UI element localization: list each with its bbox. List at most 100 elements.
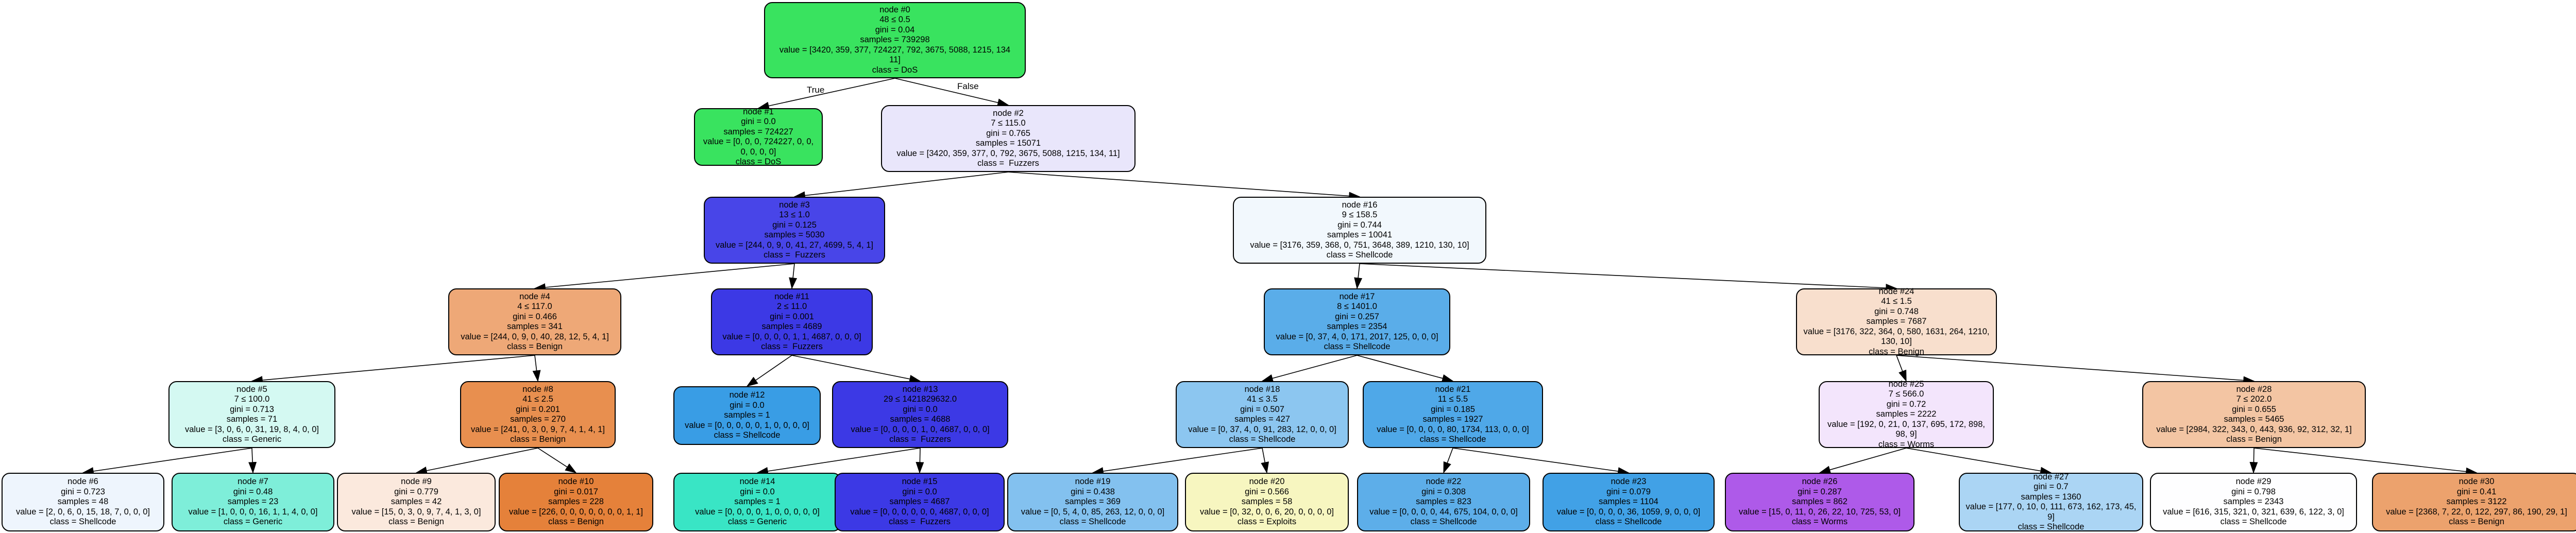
node-gini-text: gini = 0.0 bbox=[740, 487, 775, 496]
node-id-text: node #6 bbox=[67, 477, 98, 487]
tree-edge bbox=[248, 448, 257, 474]
tree-edge bbox=[1359, 263, 1897, 293]
node-value-text: value = [2368, 7, 22, 0, 122, 297, 86, 1… bbox=[2386, 507, 2567, 517]
node-samples-text: samples = 1 bbox=[734, 497, 781, 507]
node-value-text: value = [3176, 322, 364, 0, 580, 1631, 2… bbox=[1803, 326, 1992, 347]
node-samples-text: samples = 228 bbox=[548, 497, 604, 507]
node-class-text: class = Benign bbox=[1869, 347, 1924, 356]
node-gini-text: gini = 0.765 bbox=[986, 128, 1030, 138]
node-id-text: node #1 bbox=[743, 107, 774, 116]
node-samples-text: samples = 2354 bbox=[1327, 322, 1387, 331]
node-samples-text: samples = 5465 bbox=[2224, 415, 2284, 424]
node-id-text: node #5 bbox=[236, 384, 267, 394]
tree-edge bbox=[756, 448, 921, 475]
node-id-text: node #16 bbox=[1342, 200, 1378, 210]
node-class-text: class = Fuzzers bbox=[764, 250, 825, 260]
node-id-text: node #9 bbox=[401, 477, 432, 487]
node-value-text: value = [0, 0, 0, 0, 0, 0, 4687, 0, 0, 0… bbox=[850, 507, 989, 517]
node-gini-text: gini = 0.7 bbox=[2033, 482, 2069, 491]
node-test-text: 4 ≤ 117.0 bbox=[517, 302, 552, 311]
node-class-text: class = Shellcode bbox=[2018, 522, 2084, 531]
tree-edge bbox=[251, 355, 535, 385]
node-test-text: 41 ≤ 2.5 bbox=[522, 394, 553, 404]
node-value-text: value = [3420, 359, 377, 724227, 792, 36… bbox=[779, 45, 1011, 65]
node-id-text: node #19 bbox=[1075, 477, 1111, 487]
node-class-text: class = Shellcode bbox=[1324, 342, 1391, 351]
node-samples-text: samples = 270 bbox=[510, 415, 566, 424]
node-value-text: value = [15, 0, 11, 0, 26, 22, 10, 725, … bbox=[1739, 507, 1901, 517]
node-samples-text: samples = 48 bbox=[57, 497, 109, 507]
node-gini-text: gini = 0.507 bbox=[1240, 404, 1284, 414]
node-test-text: 7 ≤ 566.0 bbox=[1888, 389, 1924, 399]
node-class-text: class = Benign bbox=[388, 517, 444, 527]
node-id-text: node #11 bbox=[774, 291, 809, 301]
node-class-text: class = Shellcode bbox=[2220, 517, 2287, 527]
node-value-text: value = [2984, 322, 343, 0, 443, 936, 92… bbox=[2156, 424, 2352, 434]
node-id-text: node #10 bbox=[558, 477, 594, 487]
tree-edge bbox=[1261, 448, 1269, 474]
node-gini-text: gini = 0.0 bbox=[903, 404, 938, 414]
tree-edge bbox=[789, 263, 798, 289]
node-gini-text: gini = 0.748 bbox=[1874, 306, 1919, 316]
node-samples-text: samples = 724227 bbox=[723, 127, 793, 136]
node-samples-text: samples = 71 bbox=[226, 415, 278, 424]
node-class-text: class = Shellcode bbox=[1059, 517, 1126, 527]
tree-edge bbox=[534, 263, 795, 291]
node-class-text: class = Shellcode bbox=[1410, 517, 1477, 527]
node-id-text: node #21 bbox=[1435, 384, 1471, 394]
node-class-text: class = Fuzzers bbox=[889, 435, 951, 444]
node-samples-text: samples = 427 bbox=[1234, 415, 1290, 424]
node-class-text: class = Shellcode bbox=[1229, 435, 1296, 444]
node-gini-text: gini = 0.001 bbox=[770, 312, 814, 321]
node-gini-text: gini = 0.201 bbox=[516, 404, 560, 414]
node-test-text: 9 ≤ 158.5 bbox=[1342, 210, 1378, 219]
node-samples-text: samples = 739298 bbox=[860, 35, 930, 45]
node-value-text: value = [226, 0, 0, 0, 0, 0, 0, 0, 1, 1] bbox=[509, 507, 643, 517]
node-class-text: class = Fuzzers bbox=[761, 342, 823, 351]
node-class-text: class = Benign bbox=[2226, 435, 2282, 444]
node-id-text: node #4 bbox=[519, 291, 550, 301]
tree-edge bbox=[1354, 263, 1363, 289]
node-samples-text: samples = 369 bbox=[1065, 497, 1121, 507]
tree-edge bbox=[82, 448, 252, 475]
node-test-text: 11 ≤ 5.5 bbox=[1437, 394, 1468, 404]
node-class-text: class = Shellcode bbox=[714, 431, 781, 440]
tree-edge bbox=[1819, 448, 1907, 474]
node-id-text: node #22 bbox=[1426, 477, 1462, 487]
node-id-text: node #12 bbox=[729, 390, 765, 400]
node-test-text: 29 ≤ 1421829632.0 bbox=[883, 394, 957, 404]
node-id-text: node #18 bbox=[1244, 384, 1280, 394]
node-samples-text: samples = 1927 bbox=[1422, 415, 1483, 424]
tree-edge bbox=[537, 448, 577, 473]
tree-edge bbox=[1906, 448, 2052, 475]
node-gini-text: gini = 0.779 bbox=[394, 487, 438, 496]
node-test-text: 7 ≤ 115.0 bbox=[991, 118, 1026, 128]
node-id-text: node #23 bbox=[1611, 477, 1647, 487]
node-value-text: value = [0, 32, 0, 0, 6, 20, 0, 0, 0, 0] bbox=[1199, 507, 1334, 517]
node-gini-text: gini = 0.185 bbox=[1431, 404, 1475, 414]
node-value-text: value = [0, 37, 4, 0, 91, 283, 12, 0, 0,… bbox=[1188, 424, 1336, 434]
node-id-text: node #2 bbox=[993, 108, 1024, 118]
node-class-text: class = Generic bbox=[222, 435, 282, 444]
tree-edge bbox=[1357, 355, 1454, 383]
node-samples-text: samples = 1360 bbox=[2021, 492, 2081, 502]
node-gini-text: gini = 0.72 bbox=[1886, 399, 1926, 409]
node-gini-text: gini = 0.017 bbox=[554, 487, 598, 496]
node-id-text: node #29 bbox=[2235, 477, 2272, 487]
node-class-text: class = DoS bbox=[872, 65, 918, 75]
node-gini-text: gini = 0.566 bbox=[1245, 487, 1289, 496]
node-gini-text: gini = 0.798 bbox=[2231, 487, 2276, 496]
node-value-text: value = [15, 0, 3, 0, 9, 7, 4, 1, 3, 0] bbox=[351, 507, 481, 517]
node-value-text: value = [241, 0, 3, 0, 9, 7, 4, 1, 4, 1] bbox=[470, 424, 605, 434]
tree-edge bbox=[2253, 448, 2478, 476]
